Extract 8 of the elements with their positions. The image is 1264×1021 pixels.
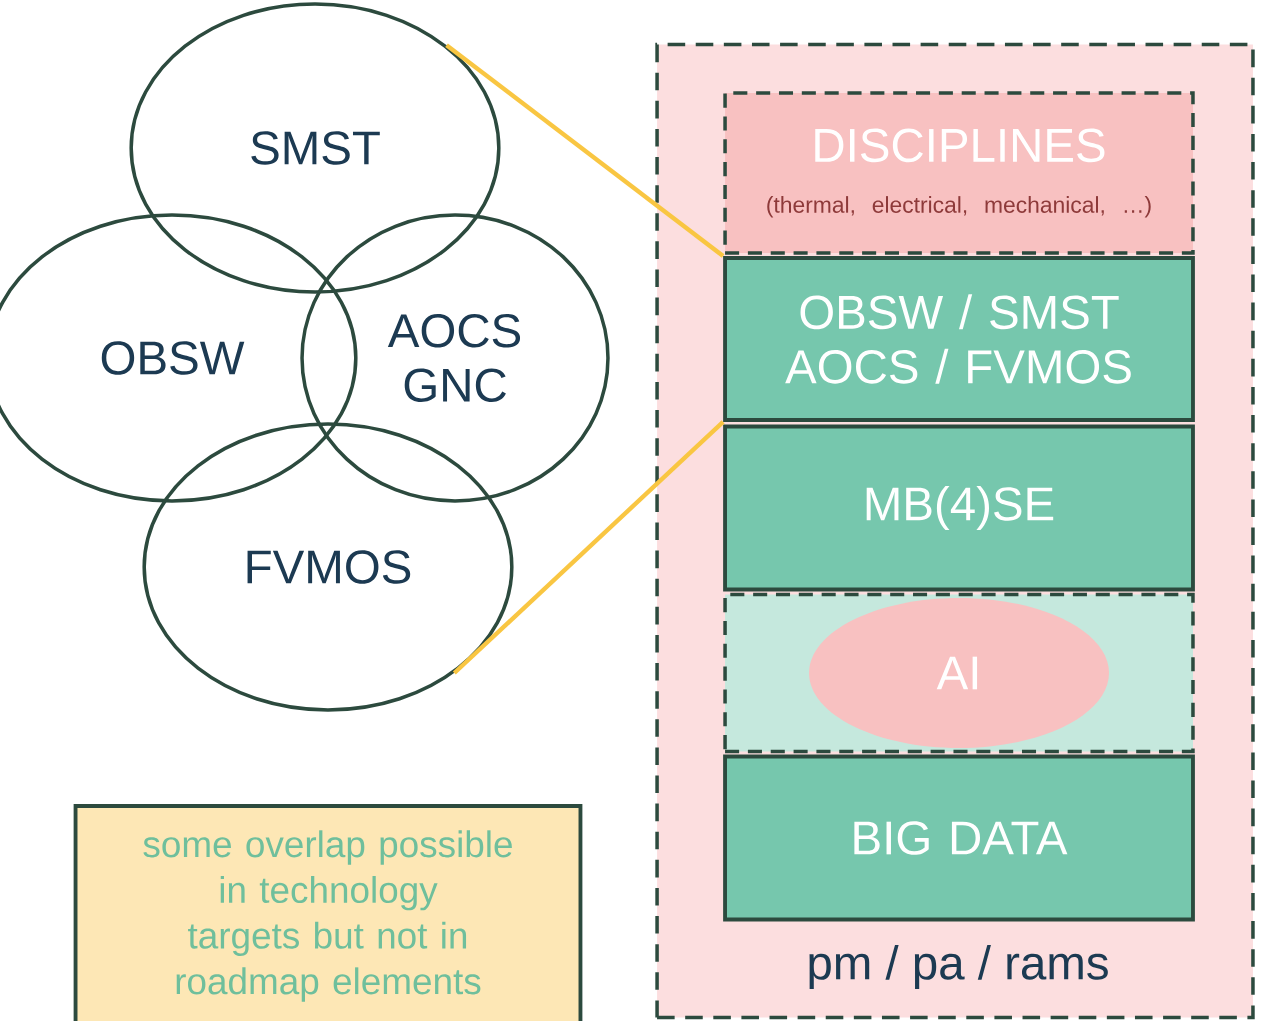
layer-box: AI	[723, 592, 1195, 754]
zoom-line	[445, 43, 725, 258]
layer-box: MB(4)SE	[723, 424, 1195, 592]
zoom-line	[452, 420, 725, 675]
note-box: some overlap possible in technology targets but not in roadmap elements	[73, 804, 583, 1021]
layer-box: BIG DATA	[723, 754, 1195, 922]
layer-box: OBSW / SMST AOCS / FVMOS	[723, 256, 1195, 422]
layer-box: DISCIPLINES (thermal, electrical, mechanical, …)	[723, 91, 1195, 255]
